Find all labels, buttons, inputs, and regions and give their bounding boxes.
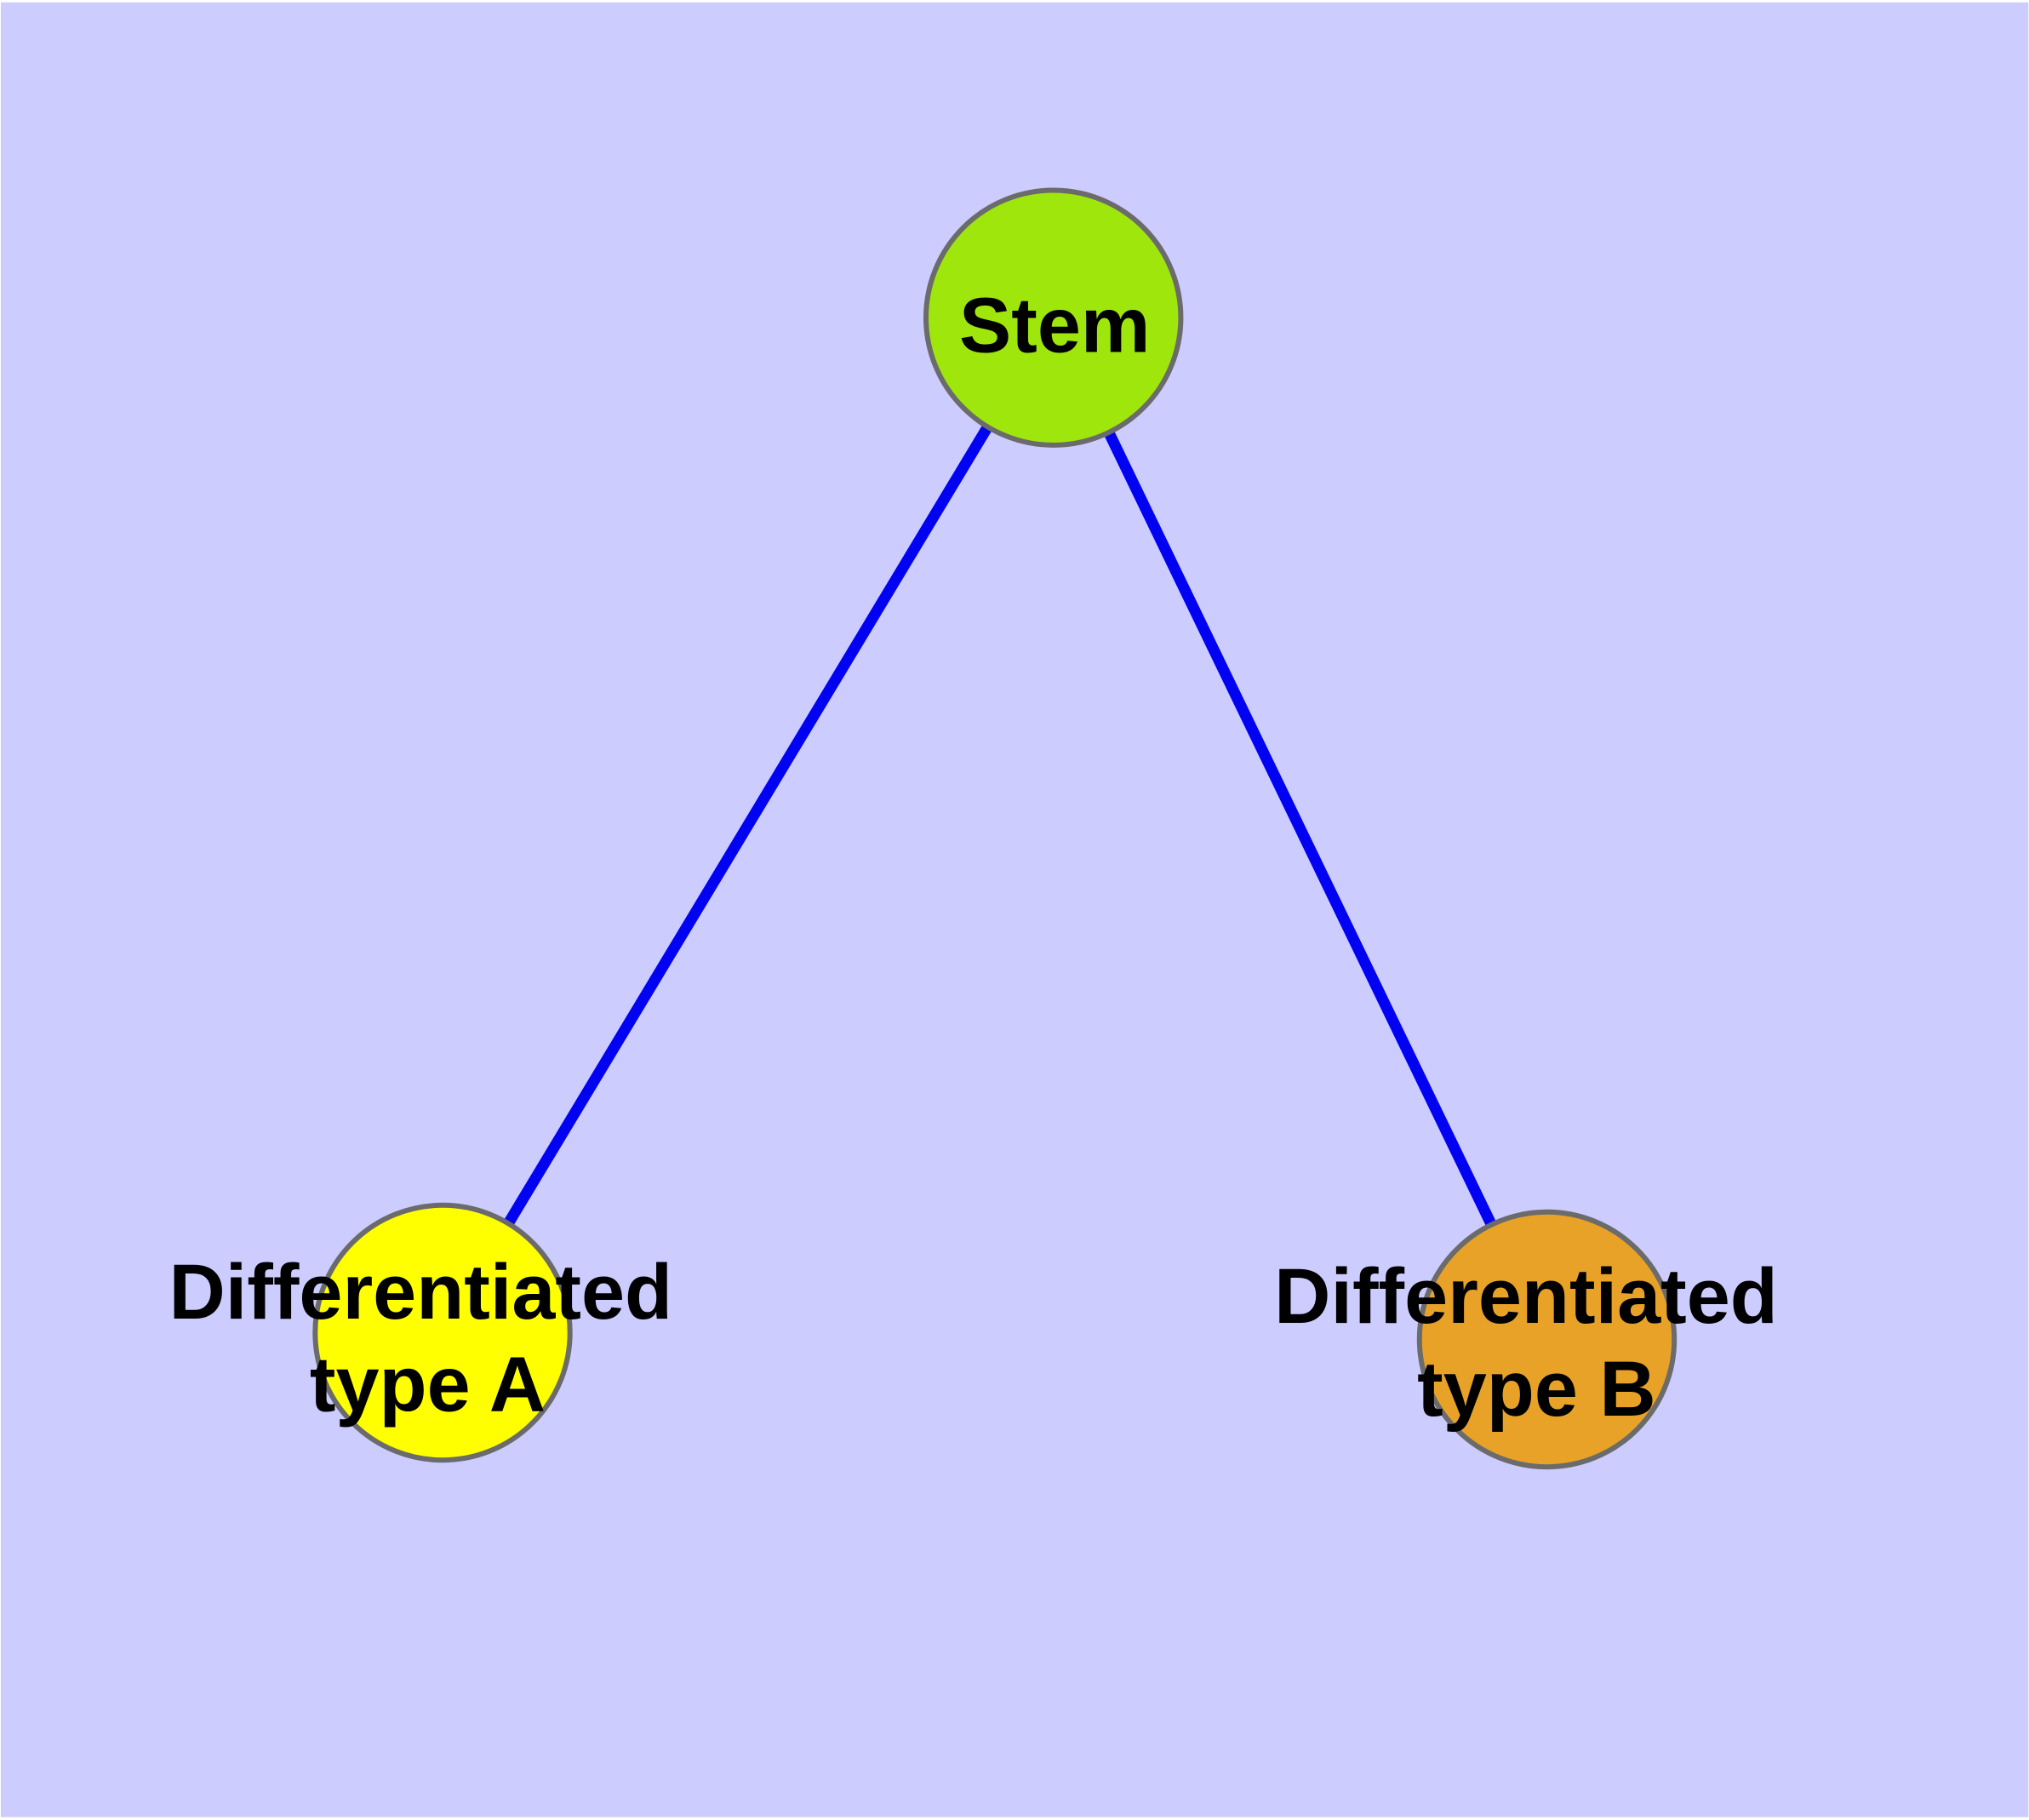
svg-text:type B: type B xyxy=(1417,1346,1656,1433)
svg-text:type A: type A xyxy=(310,1342,546,1428)
svg-text:Differentiated: Differentiated xyxy=(169,1249,672,1336)
svg-text:Stem: Stem xyxy=(959,283,1150,369)
svg-text:Differentiated: Differentiated xyxy=(1274,1253,1778,1340)
